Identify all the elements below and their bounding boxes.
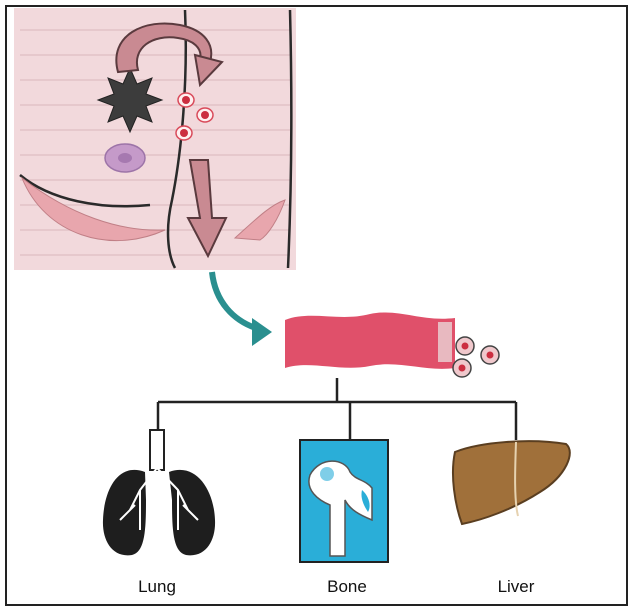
bone-icon	[300, 440, 388, 562]
breast-tissue-panel	[14, 8, 296, 270]
liver-label: Liver	[466, 577, 566, 597]
lung-label: Lung	[107, 577, 207, 597]
bone-label: Bone	[297, 577, 397, 597]
tumor-icon	[98, 68, 162, 132]
